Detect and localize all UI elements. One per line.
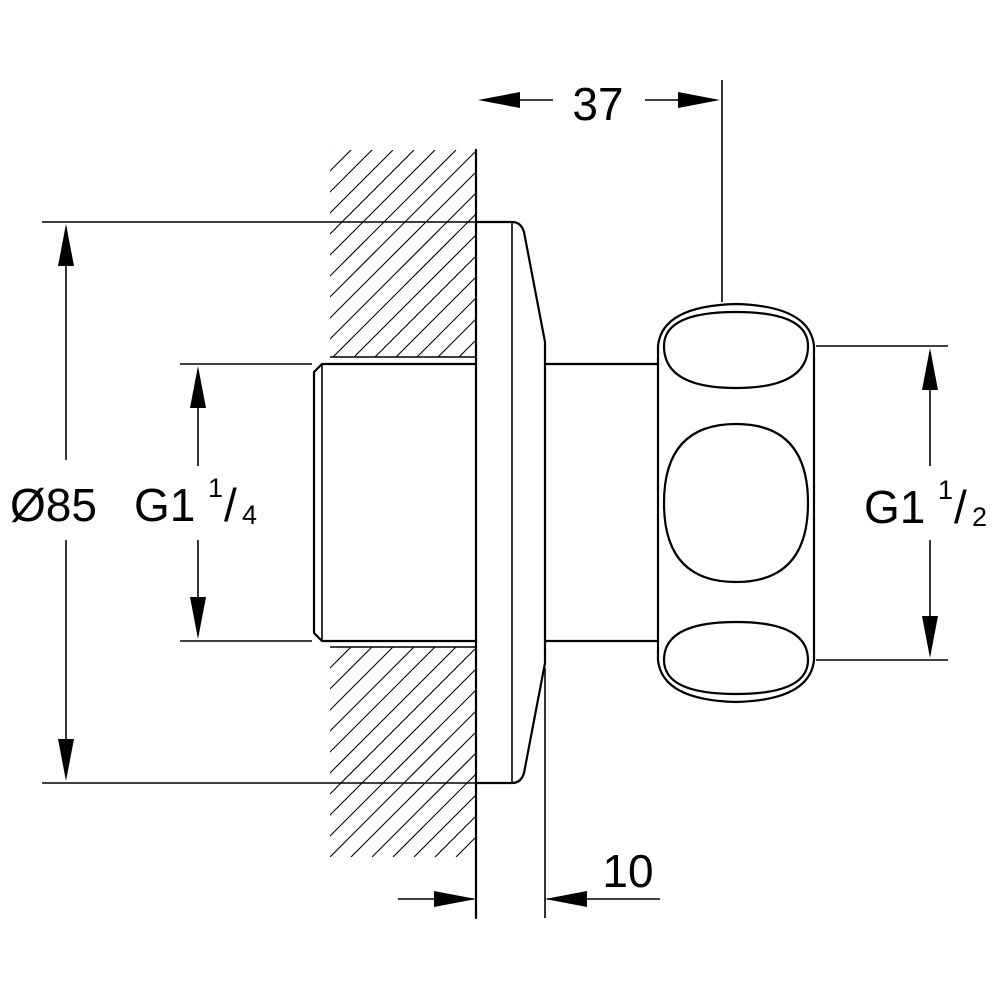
hatch-line — [392, 773, 476, 857]
hatch-line — [413, 794, 476, 857]
hatch-line — [666, 647, 876, 857]
wall-hatching-top — [330, 150, 876, 357]
hatch-line — [330, 171, 476, 319]
hatch-line — [458, 339, 476, 357]
hatch-line — [353, 234, 476, 357]
dimension-inlet-thread — [180, 363, 312, 642]
hatch-line — [330, 150, 436, 256]
inlet-thread-base: G1 — [134, 479, 195, 531]
hatch-line — [477, 647, 687, 857]
wall-hatching-bottom — [330, 647, 876, 857]
hatch-line — [330, 150, 415, 235]
dimension-outlet-thread — [816, 345, 948, 661]
dimension-diameter — [42, 221, 476, 784]
hatch-line — [330, 689, 476, 837]
hatch-line — [501, 150, 708, 357]
hatch-line — [648, 150, 855, 357]
hatch-line — [330, 668, 476, 816]
connector-body — [543, 362, 659, 643]
union-nut — [656, 302, 816, 704]
dimension-37: 37 — [478, 78, 723, 302]
inlet-thread-numerator: 1 — [208, 473, 223, 503]
hatch-line — [540, 647, 750, 857]
hatch-line — [371, 752, 476, 857]
dimension-10-label: 10 — [602, 845, 653, 897]
hatch-line — [585, 150, 792, 357]
hatch-line — [522, 150, 729, 357]
hatch-line — [330, 647, 457, 774]
escutcheon-rosette — [474, 220, 547, 785]
hatch-line — [624, 647, 834, 857]
hatch-line — [330, 150, 331, 151]
hatch-line — [330, 647, 352, 669]
hatch-line — [330, 647, 394, 711]
hatch-line — [330, 647, 476, 795]
hatch-line — [330, 150, 394, 214]
hatch-line — [582, 647, 792, 857]
hatch-line — [437, 318, 476, 357]
diameter-label: Ø85 — [10, 479, 97, 531]
hatch-line — [416, 297, 476, 357]
hatch-line — [330, 647, 415, 732]
hatch-line — [455, 836, 476, 857]
hatch-line — [603, 647, 813, 857]
hatch-line — [330, 647, 436, 753]
hatch-line — [645, 647, 855, 857]
hatch-line — [330, 647, 331, 648]
outlet-thread-numerator: 1 — [938, 475, 953, 505]
hatch-line — [330, 710, 476, 857]
hatch-line — [330, 150, 457, 277]
hatch-line — [627, 150, 834, 357]
hatch-line — [434, 815, 476, 857]
hatch-line — [374, 255, 476, 357]
hatch-line — [519, 647, 729, 857]
inlet-thread-pipe — [312, 356, 478, 648]
hatch-line — [330, 150, 352, 172]
inlet-thread-denominator: 4 — [242, 500, 257, 530]
outlet-thread-base: G1 — [864, 481, 925, 533]
hatch-line — [606, 150, 813, 357]
hatch-line — [395, 276, 476, 357]
hatch-line — [330, 647, 373, 690]
outlet-thread-denominator: 2 — [972, 502, 987, 532]
hatch-line — [330, 150, 373, 193]
hatch-line — [498, 647, 708, 857]
hatch-line — [543, 150, 750, 357]
hatch-line — [332, 213, 476, 357]
inlet-thread-slash: / — [224, 479, 237, 531]
hatch-line — [330, 150, 476, 298]
outlet-thread-slash: / — [954, 481, 967, 533]
hatch-line — [480, 150, 687, 357]
dimension-10: 10 — [398, 668, 660, 918]
dimension-37-label: 37 — [572, 78, 623, 130]
hatch-line — [669, 150, 876, 357]
hatch-line — [350, 731, 476, 857]
hatch-line — [330, 192, 476, 340]
